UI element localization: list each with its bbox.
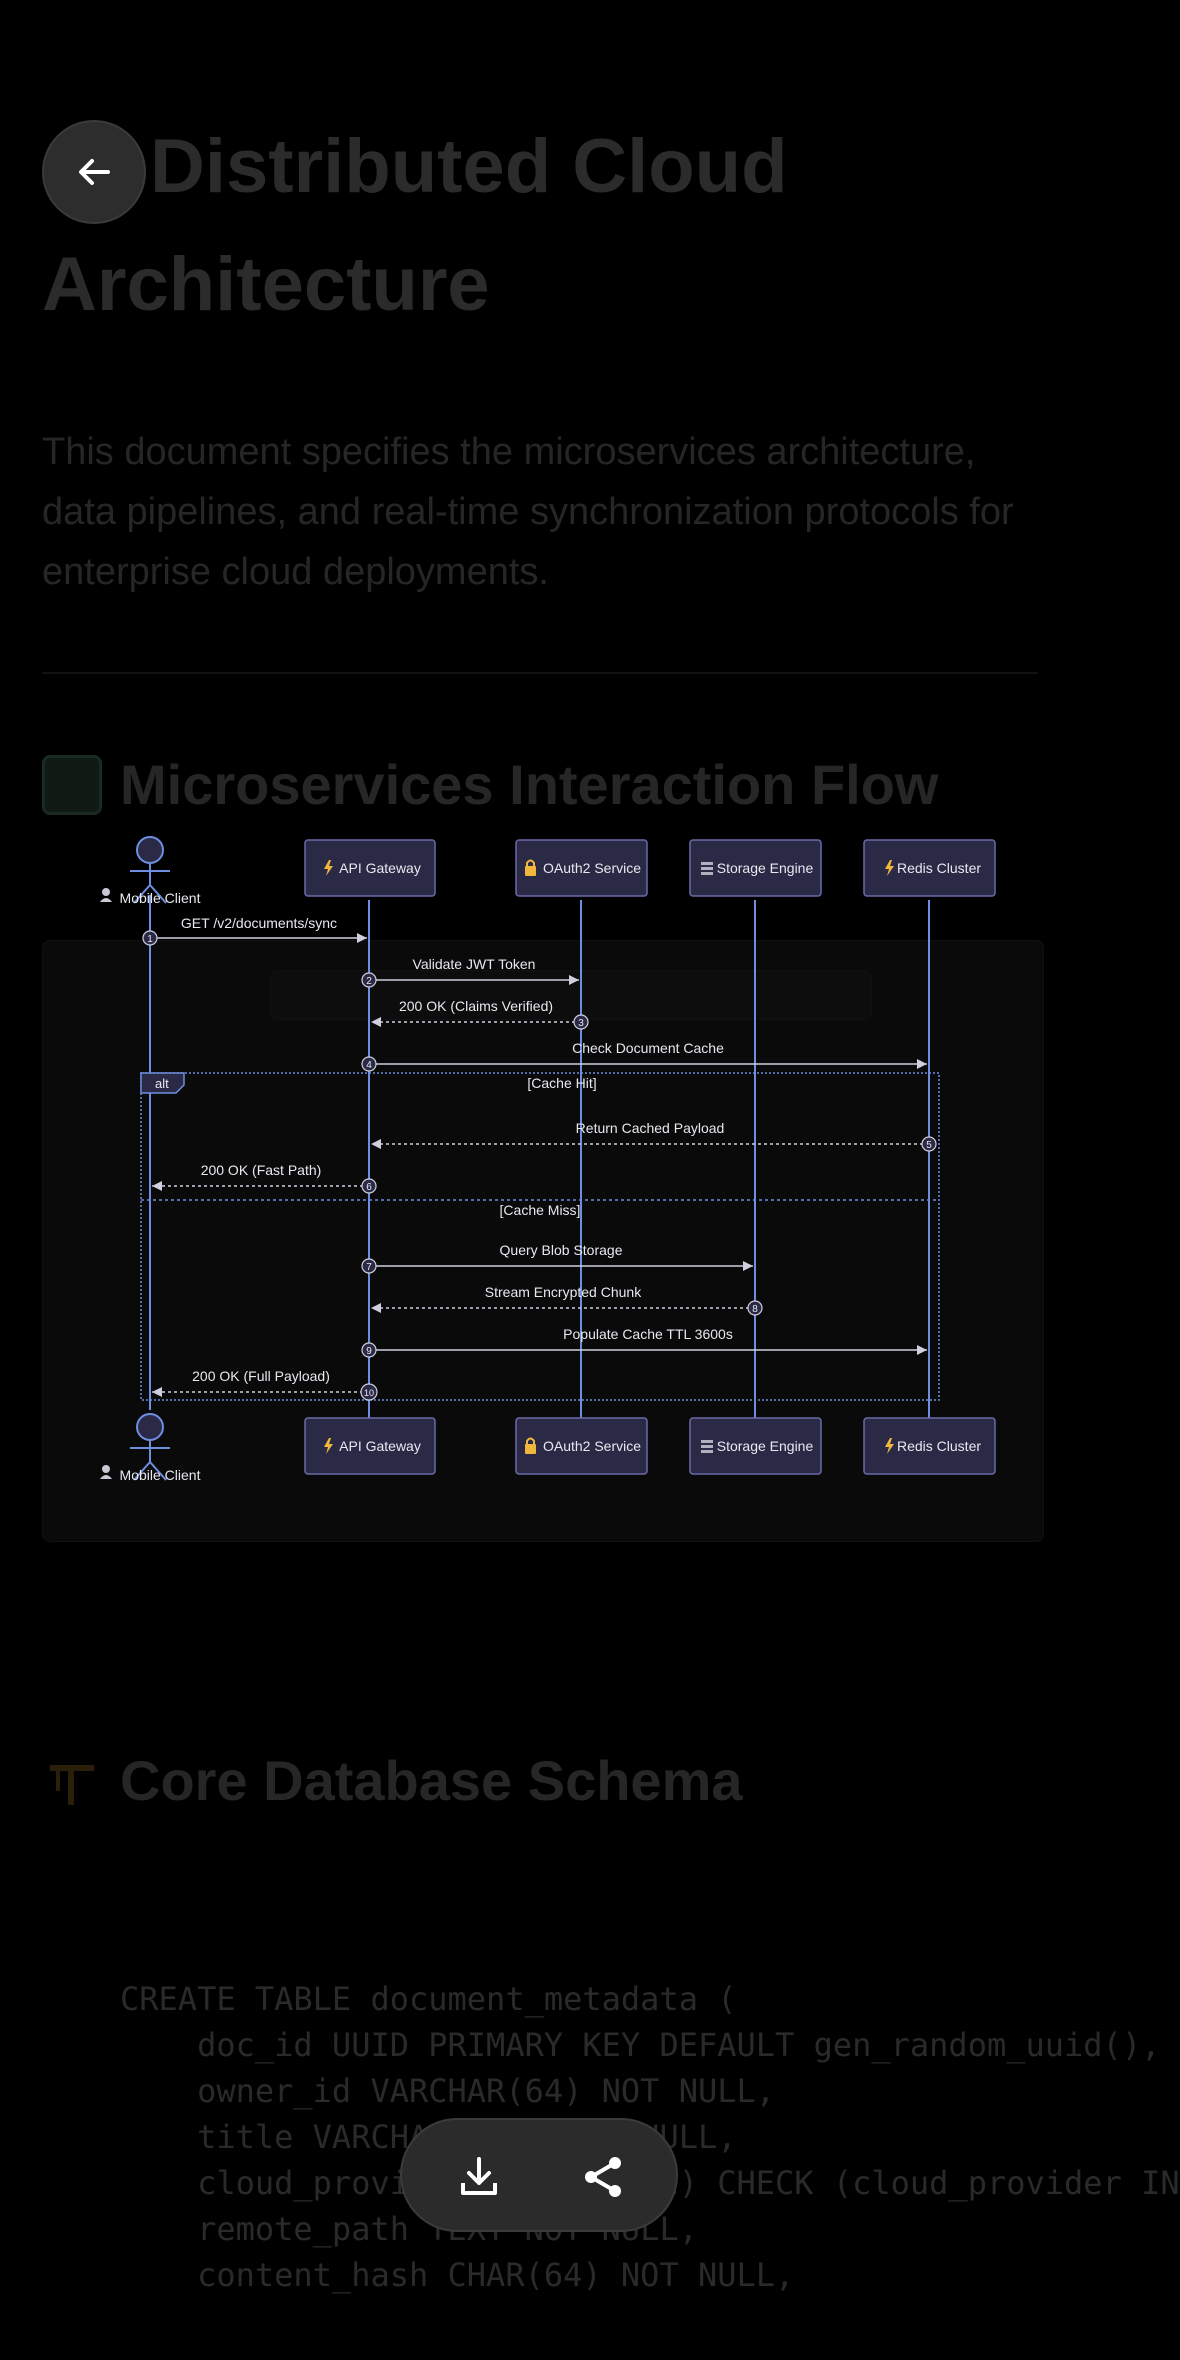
construction-icon [42,1751,102,1811]
message-label: Return Cached Payload [576,1120,725,1136]
message-5: Return Cached Payload 5 [371,1120,937,1152]
participant-redis-cluster-bottom[interactable]: Redis Cluster [863,1417,996,1475]
message-9: Populate Cache TTL 3600s 9 [361,1326,927,1358]
sequence-number: 5 [926,1140,932,1151]
message-6: 200 OK (Fast Path) 6 [152,1162,377,1194]
fragment-condition-cache-miss: [Cache Miss] [500,1202,581,1218]
code-line: content_hash CHAR(64) NOT NULL, [120,2256,795,2294]
alt-fragment: alt [Cache Hit] [Cache Miss] [140,1072,940,1401]
actor-label: Mobile Client [120,890,201,906]
section-heading-interaction-text: Microservices Interaction Flow [120,753,939,816]
message-label: Populate Cache TTL 3600s [563,1326,733,1342]
lock-icon [525,859,536,876]
sequence-number: 2 [366,976,372,987]
message-4: Check Document Cache 4 [361,1040,927,1072]
participant-api-gateway-top[interactable]: API Gateway [304,839,436,897]
message-8: Stream Encrypted Chunk 8 [371,1284,763,1316]
message-label: 200 OK (Claims Verified) [399,998,553,1014]
page-lead: This document specifies the microservice… [42,422,1042,602]
message-label: Query Blob Storage [500,1242,623,1258]
sequence-number: 1 [147,934,153,945]
lightning-icon [885,1438,894,1454]
message-label: Stream Encrypted Chunk [485,1284,642,1300]
section-heading-schema-text: Core Database Schema [120,1749,743,1812]
message-7: Query Blob Storage 7 [361,1242,753,1274]
code-line: doc_id UUID PRIMARY KEY DEFAULT gen_rand… [120,2026,1161,2064]
lightning-icon [324,1438,333,1454]
participant-label: OAuth2 Service [543,860,641,876]
message-2: Validate JWT Token 2 [361,956,579,988]
code-line: owner_id VARCHAR(64) NOT NULL, [120,2072,776,2110]
lock-icon [525,1437,536,1454]
participant-label: Redis Cluster [897,860,981,876]
download-button[interactable] [449,2147,509,2207]
participant-oauth2-service-top[interactable]: OAuth2 Service [515,839,648,897]
sequence-diagram[interactable]: Mobile Client API Gateway OAuth2 Service… [0,800,1080,1520]
actor-mobile-client-top[interactable]: Mobile Client [100,836,201,906]
participant-label: API Gateway [339,1438,421,1454]
message-1: GET /v2/documents/sync 1 [142,915,367,946]
participant-oauth2-service-bottom[interactable]: OAuth2 Service [515,1417,648,1475]
section-heading-schema: Core Database Schema [42,1748,1042,1813]
share-button[interactable] [573,2147,633,2207]
message-label: 200 OK (Fast Path) [201,1162,322,1178]
download-icon [461,2157,497,2195]
participant-api-gateway-bottom[interactable]: API Gateway [304,1417,436,1475]
sequence-number: 10 [364,1388,374,1398]
lead-line: This document specifies the microservice… [42,431,976,473]
participant-label: OAuth2 Service [543,1438,641,1454]
participant-label: API Gateway [339,860,421,876]
sequence-number: 6 [366,1182,372,1193]
participant-storage-engine-bottom[interactable]: Storage Engine [689,1417,822,1475]
lead-line: enterprise cloud deployments. [42,551,549,593]
person-icon [100,1465,112,1479]
lead-line: data pipelines, and real-time synchroniz… [42,491,1014,533]
actor-mobile-client-bottom[interactable]: Mobile Client [100,1413,201,1483]
database-icon [701,862,713,875]
sequence-number: 9 [366,1346,372,1357]
sequence-number: 8 [752,1304,758,1315]
message-10: 200 OK (Full Payload) 10 [152,1368,378,1401]
participant-storage-engine-top[interactable]: Storage Engine [689,839,822,897]
message-label: Check Document Cache [572,1040,724,1056]
fragment-condition-cache-hit: [Cache Hit] [527,1075,596,1091]
bottom-action-bar [400,2118,678,2232]
page-title-line-1: Distributed Cloud [150,124,788,209]
page-title-line-2: Architecture [42,242,490,327]
section-heading-interaction: Microservices Interaction Flow [42,752,1042,817]
lightning-icon [324,860,333,876]
actor-label: Mobile Client [120,1467,201,1483]
section-divider [42,672,1038,674]
participant-label: Storage Engine [717,860,814,876]
message-3: 200 OK (Claims Verified) 3 [371,998,589,1030]
share-icon [585,2157,621,2197]
sequence-number: 3 [578,1018,584,1029]
sequence-number: 7 [366,1262,372,1273]
participant-label: Storage Engine [717,1438,814,1454]
participant-label: Redis Cluster [897,1438,981,1454]
code-line: CREATE TABLE document_metadata ( [120,1980,737,2018]
code-block: CREATE TABLE document_metadata ( doc_id … [42,1960,1180,2360]
person-icon [100,888,112,902]
message-label: 200 OK (Full Payload) [192,1368,330,1384]
participant-redis-cluster-top[interactable]: Redis Cluster [863,839,996,897]
back-button[interactable] [42,120,146,224]
database-icon [701,1440,713,1453]
message-label: Validate JWT Token [413,956,536,972]
message-label: GET /v2/documents/sync [181,915,337,931]
lightning-icon [885,860,894,876]
arrow-left-icon [79,159,110,185]
page-title: Distributed Cloud Architecture [42,108,1042,344]
fragment-keyword: alt [155,1076,169,1091]
sequence-number: 4 [366,1060,372,1071]
refresh-icon [42,754,102,815]
